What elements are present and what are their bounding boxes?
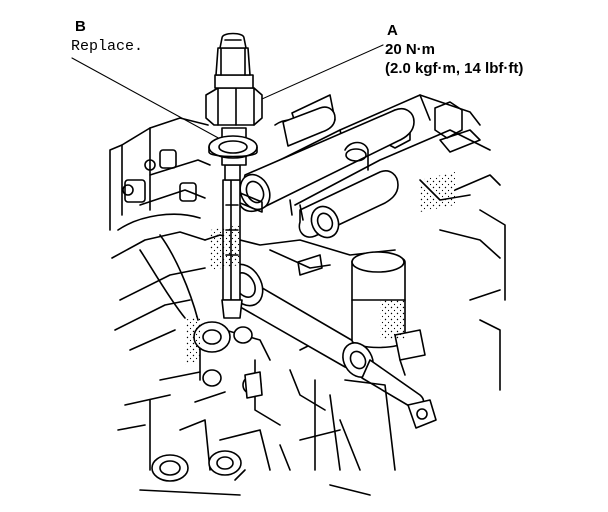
engine-block-left	[109, 117, 226, 471]
callout-a: A 20 N·m (2.0 kgf·m, 14 lbf·ft)	[385, 22, 523, 77]
callout-a-torque-alt: (2.0 kgf·m, 14 lbf·ft)	[385, 60, 523, 77]
bottom-bores	[139, 450, 371, 496]
callout-b-note: Replace.	[71, 38, 143, 55]
callout-a-torque-nm: 20 N·m	[385, 41, 435, 58]
leader-lines	[71, 44, 384, 141]
engine-block-middle	[193, 234, 396, 481]
callout-b: B Replace.	[71, 18, 143, 55]
shading	[185, 172, 455, 365]
callout-a-letter: A	[387, 22, 398, 39]
callout-b-letter: B	[75, 18, 86, 35]
sealing-washer	[208, 135, 258, 159]
fuel-rail	[227, 106, 415, 239]
camshaft-assembly	[226, 251, 437, 471]
leader-line-b	[71, 57, 223, 141]
leader-line-a	[252, 44, 384, 104]
